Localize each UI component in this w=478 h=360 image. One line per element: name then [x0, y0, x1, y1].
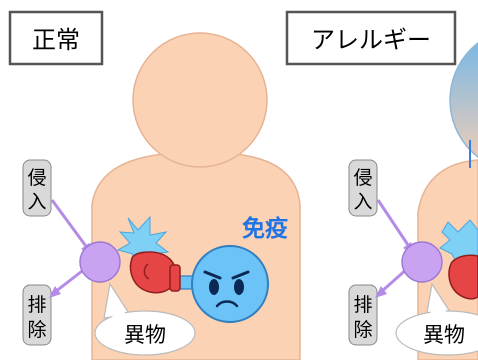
foreign-body-icon: [79, 241, 121, 283]
exclude-label: 排 除: [22, 284, 52, 346]
foreign-body-icon: [401, 241, 443, 283]
panel-normal: 正常 侵 入 排 除: [8, 10, 301, 360]
person-head: [132, 32, 268, 168]
svg-text:除: 除: [353, 319, 372, 341]
boxing-glove-icon: [448, 254, 478, 300]
invade-label: 侵 入: [22, 159, 52, 217]
panel-title: 正常: [32, 26, 80, 54]
panel-title-box: アレルギー: [285, 10, 457, 66]
panel-allergy: アレルギー 侵 入 排 除: [285, 10, 478, 360]
foreign-label: 異物: [124, 323, 166, 347]
svg-text:入: 入: [353, 191, 372, 213]
invade-label: 侵 入: [348, 159, 378, 217]
panel-title-box: 正常: [8, 10, 104, 66]
exclude-label: 排 除: [348, 284, 378, 346]
svg-text:排: 排: [27, 294, 46, 316]
person-head: [449, 42, 478, 158]
svg-text:除: 除: [27, 319, 46, 341]
svg-text:入: 入: [27, 191, 46, 213]
boxing-glove-icon: [129, 251, 199, 294]
exclude-arrow: [49, 266, 87, 298]
foreign-speech-bubble: 異物: [395, 282, 478, 356]
foreign-label: 異物: [423, 323, 465, 347]
immunity-label: 免疫: [242, 215, 288, 242]
exclude-arrow: [375, 266, 409, 298]
foreign-speech-bubble: 異物: [94, 282, 196, 356]
immune-face-icon: [191, 245, 269, 323]
svg-text:侵: 侵: [353, 167, 372, 189]
svg-text:排: 排: [353, 294, 372, 316]
svg-text:侵: 侵: [27, 167, 46, 189]
panel-title: アレルギー: [311, 26, 431, 54]
